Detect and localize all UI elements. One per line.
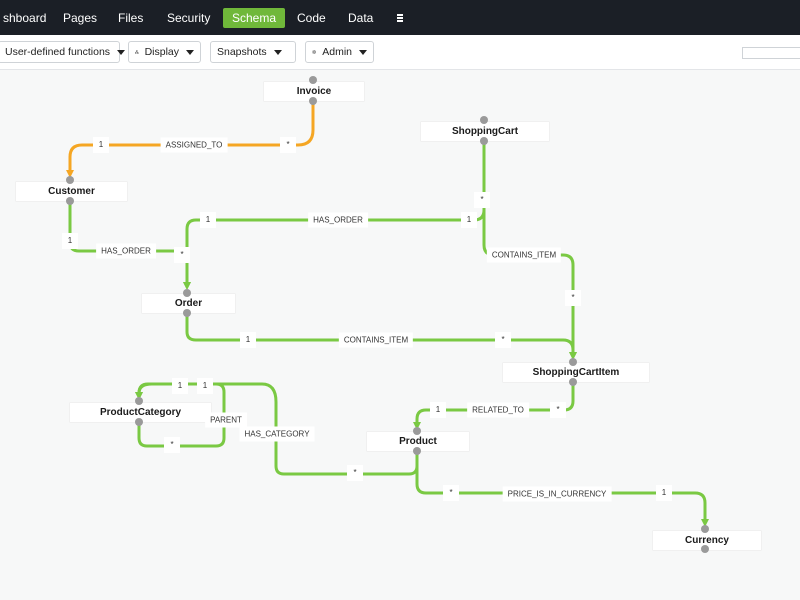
nav-dashboard[interactable]: shboard (3, 11, 47, 25)
cardinality-label: 1 (656, 485, 672, 501)
port-shoppingcart-top[interactable] (480, 116, 488, 124)
schema-toolbar: User-defined functions Display Snapshots… (0, 35, 800, 70)
node-label: Customer (48, 186, 95, 197)
node-label: Order (174, 298, 203, 309)
schema-canvas[interactable]: Invoice Customer ShoppingCart Order Shop… (0, 70, 800, 600)
cardinality-label: 1 (93, 137, 109, 153)
edge-label-cart-contains-item[interactable]: CONTAINS_ITEM (486, 247, 562, 263)
snapshots-dropdown[interactable]: Snapshots (210, 41, 296, 63)
admin-label: Admin (322, 46, 352, 58)
port-shoppingcartitem-bottom[interactable] (569, 378, 577, 386)
node-shoppingcartitem[interactable]: ShoppingCartItem (503, 363, 649, 382)
cardinality-label: * (495, 332, 511, 348)
search-input[interactable] (742, 47, 800, 59)
cardinality-label: 1 (240, 332, 256, 348)
node-shoppingcart[interactable]: ShoppingCart (421, 122, 549, 141)
port-invoice-top[interactable] (309, 76, 317, 84)
display-label: Display (144, 46, 179, 58)
port-product-top[interactable] (413, 427, 421, 435)
cardinality-label: * (347, 465, 363, 481)
edge-label-order-contains-item[interactable]: CONTAINS_ITEM (338, 332, 414, 348)
nav-security[interactable]: Security (167, 11, 211, 25)
nav-files[interactable]: Files (118, 11, 144, 25)
hierarchy-icon (135, 50, 139, 54)
user-defined-functions-dropdown[interactable]: User-defined functions (0, 41, 126, 63)
node-product[interactable]: Product (367, 432, 469, 451)
cardinality-label: * (280, 137, 296, 153)
display-dropdown[interactable]: Display (128, 41, 201, 63)
edge-customer-has-order (68, 191, 191, 290)
cardinality-label: * (550, 402, 566, 418)
port-productcategory-bottom[interactable] (135, 418, 143, 426)
user-defined-functions-label: User-defined functions (5, 46, 111, 58)
port-product-bottom[interactable] (413, 447, 421, 455)
port-customer-top[interactable] (66, 176, 74, 184)
port-order-top[interactable] (183, 289, 191, 297)
edge-label-related-to[interactable]: RELATED_TO (467, 402, 529, 418)
node-invoice[interactable]: Invoice (264, 82, 364, 101)
cardinality-label: * (474, 192, 490, 208)
hamburger-menu-icon[interactable] (390, 8, 410, 28)
port-shoppingcart-bottom[interactable] (480, 137, 488, 145)
cardinality-label: 1 (197, 378, 213, 394)
node-label: Product (399, 436, 437, 447)
edge-label-price-is-in-currency[interactable]: PRICE_IS_IN_CURRENCY (502, 486, 612, 502)
node-label: ShoppingCartItem (532, 367, 620, 378)
cardinality-label: 1 (62, 233, 78, 249)
port-currency-top[interactable] (701, 525, 709, 533)
port-customer-bottom[interactable] (66, 197, 74, 205)
edge-label-parent[interactable]: PARENT (205, 412, 247, 428)
cardinality-label: 1 (461, 212, 477, 228)
node-order[interactable]: Order (142, 294, 235, 313)
cardinality-label: * (443, 485, 459, 501)
edge-label-customer-has-order[interactable]: HAS_ORDER (96, 243, 156, 259)
node-label: Invoice (296, 86, 332, 97)
cardinality-label: * (164, 437, 180, 453)
cardinality-label: * (565, 290, 581, 306)
node-label: Currency (685, 535, 729, 546)
chevron-down-icon (359, 49, 367, 55)
top-navigation: shboard Pages Files Security Schema Code… (0, 0, 800, 35)
chevron-down-icon (273, 49, 282, 55)
node-label: ShoppingCart (451, 126, 519, 137)
nav-data[interactable]: Data (348, 11, 374, 25)
chevron-down-icon (117, 49, 126, 55)
port-order-bottom[interactable] (183, 309, 191, 317)
edge-label-assigned-to[interactable]: ASSIGNED_TO (160, 137, 228, 153)
nav-schema[interactable]: Schema (223, 8, 286, 28)
node-label: ProductCategory (99, 407, 182, 418)
gear-icon (312, 50, 317, 54)
edge-label-has-category[interactable]: HAS_CATEGORY (239, 426, 315, 442)
node-productcategory[interactable]: ProductCategory (70, 403, 211, 422)
nav-code[interactable]: Code (297, 11, 326, 25)
node-customer[interactable]: Customer (16, 182, 127, 201)
port-productcategory-top[interactable] (135, 397, 143, 405)
port-invoice-bottom[interactable] (309, 97, 317, 105)
port-shoppingcartitem-top[interactable] (569, 358, 577, 366)
port-currency-bottom[interactable] (701, 545, 709, 553)
admin-dropdown[interactable]: Admin (305, 41, 374, 63)
edge-label-cart-has-order[interactable]: HAS_ORDER (308, 212, 368, 228)
cardinality-label: 1 (172, 378, 188, 394)
node-currency[interactable]: Currency (653, 531, 761, 550)
cardinality-label: 1 (430, 402, 446, 418)
nav-pages[interactable]: Pages (63, 11, 98, 25)
snapshots-label: Snapshots (217, 46, 267, 58)
chevron-down-icon (186, 49, 194, 55)
cardinality-label: * (174, 247, 190, 263)
cardinality-label: 1 (200, 212, 216, 228)
